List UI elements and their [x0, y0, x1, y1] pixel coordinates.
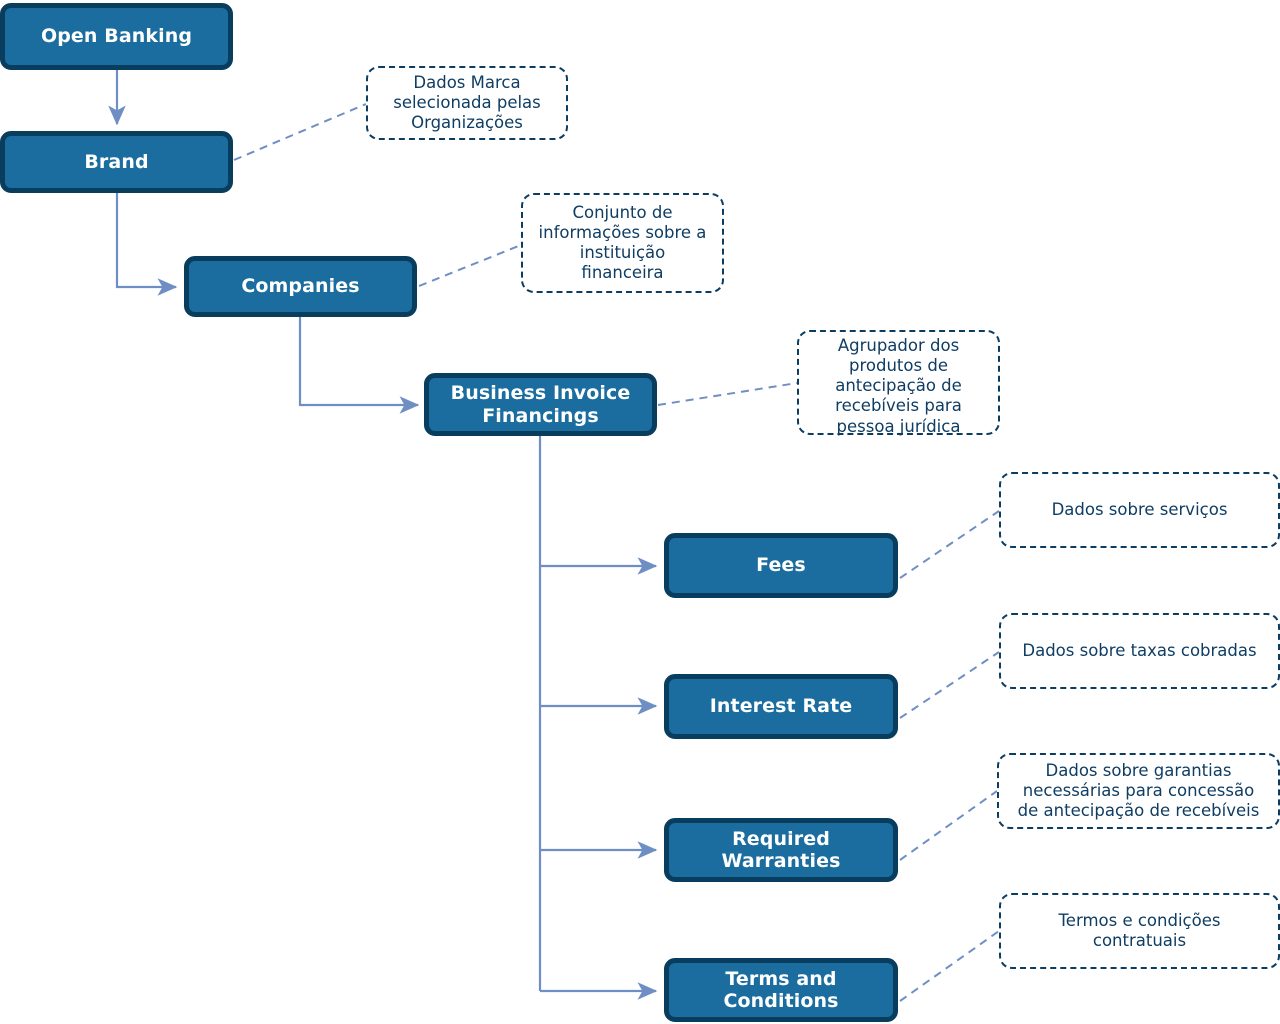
- note-business-invoice-financings: Agrupador dos produtos de antecipação de…: [797, 330, 1000, 436]
- note-fees: Dados sobre serviços: [999, 472, 1280, 548]
- note-companies: Conjunto de informações sobre a institui…: [521, 193, 724, 293]
- note-required-warranties: Dados sobre garantias necessárias para c…: [997, 753, 1280, 829]
- leader-fees-to-note: [899, 510, 1000, 579]
- note-companies-text: Conjunto de informações sobre a institui…: [538, 202, 707, 283]
- node-companies[interactable]: Companies: [184, 256, 417, 317]
- node-brand[interactable]: Brand: [0, 131, 233, 193]
- note-fees-text: Dados sobre serviços: [1051, 499, 1228, 519]
- note-interest-rate-text: Dados sobre taxas cobradas: [1022, 640, 1257, 660]
- node-interest-rate[interactable]: Interest Rate: [664, 674, 898, 739]
- note-required-warranties-text: Dados sobre garantias necessárias para c…: [1017, 760, 1260, 821]
- leader-companies-to-note: [418, 244, 522, 287]
- note-terms-and-conditions: Termos e condições contratuais: [999, 893, 1280, 969]
- leader-required-warranties-to-note: [899, 790, 998, 861]
- node-companies-label: Companies: [241, 275, 360, 298]
- node-business-invoice-financings[interactable]: Business Invoice Financings: [424, 373, 657, 436]
- note-brand: Dados Marca selecionada pelas Organizaçõ…: [366, 66, 568, 140]
- node-interest-rate-label: Interest Rate: [709, 695, 853, 718]
- note-interest-rate: Dados sobre taxas cobradas: [999, 613, 1280, 689]
- node-fees[interactable]: Fees: [664, 533, 898, 598]
- leader-business-invoice-financings-to-note: [657, 382, 798, 406]
- leader-brand-to-note: [233, 103, 367, 161]
- note-brand-text: Dados Marca selecionada pelas Organizaçõ…: [393, 72, 541, 133]
- leader-terms-and-conditions-to-note: [899, 930, 1000, 1002]
- node-business-invoice-financings-label: Business Invoice Financings: [450, 382, 631, 427]
- node-terms-and-conditions[interactable]: Terms and Conditions: [664, 958, 898, 1022]
- note-business-invoice-financings-text: Agrupador dos produtos de antecipação de…: [835, 336, 962, 436]
- node-fees-label: Fees: [756, 554, 806, 577]
- note-terms-and-conditions-text: Termos e condições contratuais: [1058, 910, 1221, 950]
- node-brand-label: Brand: [84, 150, 149, 173]
- leader-interest-rate-to-note: [899, 651, 1000, 719]
- node-required-warranties-label: Required Warranties: [721, 827, 841, 872]
- node-terms-and-conditions-label: Terms and Conditions: [723, 967, 839, 1012]
- node-required-warranties[interactable]: Required Warranties: [664, 818, 898, 882]
- node-open-banking-label: Open Banking: [40, 25, 193, 48]
- node-open-banking[interactable]: Open Banking: [0, 3, 233, 70]
- edge-companies-to-business-invoice-financings: [298, 316, 420, 414]
- edge-brand-to-companies: [115, 192, 178, 296]
